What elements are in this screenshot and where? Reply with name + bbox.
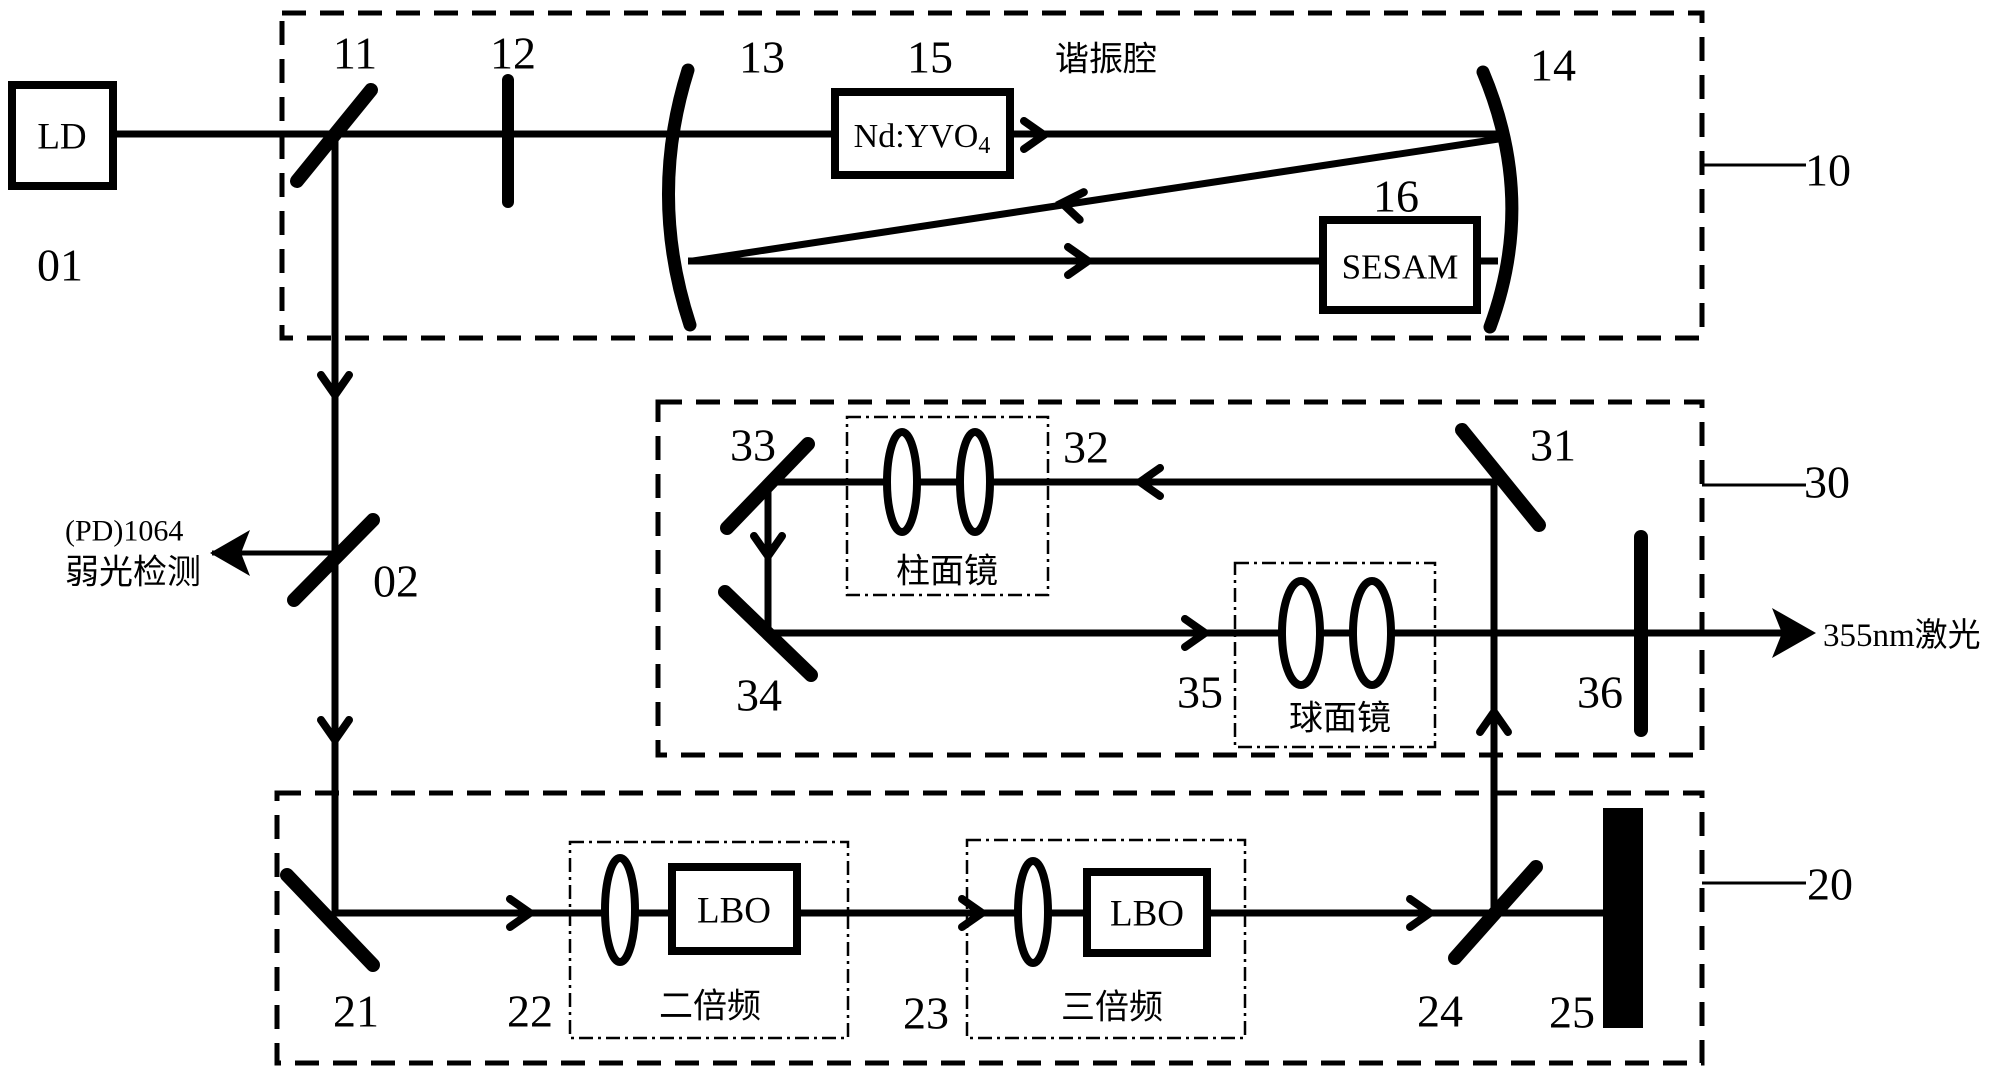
label-23: 23 [903,988,949,1039]
arrow-up-to-mirror31-icon [1476,705,1512,736]
label-33: 33 [730,420,776,471]
arrow-right-before-thg-icon [958,895,989,931]
label-355nm-output: 355nm激光 [1823,617,1981,654]
mirror-02-icon [287,513,380,607]
cavity-diagonal-beam [692,134,1506,265]
label-module-30: 30 [1804,457,1850,508]
gain-crystal-box [831,88,1014,179]
label-14: 14 [1530,40,1576,91]
mirror-21-icon [280,868,380,972]
shg-group-frame [568,840,850,1040]
label-spherical-lens: 球面镜 [1289,700,1391,738]
spherical-lens-group-frame [1233,561,1437,749]
label-module-20: 20 [1807,859,1853,910]
thg-group-frame [965,838,1247,1040]
sesam-label: SESAM [1342,248,1459,287]
arrow-right-after-gain-icon [1020,117,1051,153]
label-35: 35 [1177,667,1223,718]
arrow-right-before-shg-icon [506,895,537,931]
label-36: 36 [1577,667,1623,718]
label-weak-light-detect: 弱光检测 [65,554,201,592]
arrow-right-before-mirror24-icon [1406,895,1437,931]
label-21: 21 [333,986,379,1037]
label-22: 22 [507,986,553,1037]
label-pd-1064: (PD)1064 [65,515,183,548]
ld-box [8,81,117,190]
thg-focus-lens-icon [1014,857,1052,967]
label-thg: 三倍频 [1061,989,1163,1027]
cylindrical-lens-1-icon [883,428,921,536]
label-32: 32 [1063,422,1109,473]
lbo-shg-label: LBO [697,891,771,932]
label-34: 34 [736,670,782,721]
beam-shaping-module-frame [655,399,1705,758]
label-31: 31 [1530,420,1576,471]
lbo-shg-box [668,863,801,955]
label-module-10: 10 [1805,145,1851,196]
arrow-down-mirror33-34-icon [750,532,786,563]
mirror-24-icon [1448,860,1543,965]
label-16: 16 [1373,171,1419,222]
cylindrical-lens-group-frame [845,415,1050,597]
label-13: 13 [739,32,785,83]
arrow-left-module30-icon [1133,464,1164,500]
mirror-11-icon [290,83,378,188]
label-shg: 二倍频 [659,988,761,1026]
curved-mirror-13-icon [662,63,697,332]
ld-label: LD [37,117,86,158]
mirror-31-icon [1455,423,1546,532]
spherical-lens-1-icon [1278,577,1324,689]
label-resonator: 谐振腔 [1055,41,1157,79]
label-15: 15 [907,32,953,83]
arrowhead-355nm-output-icon [1772,608,1816,658]
arrow-right-output-icon [1181,615,1212,651]
label-12: 12 [490,28,536,79]
label-25: 25 [1549,987,1595,1038]
label-01: 01 [37,240,83,291]
sesam-box [1319,216,1481,314]
arrow-down-upper-icon [317,371,353,402]
mirror-33-icon [720,437,815,535]
arrowhead-pd-output-icon [210,530,250,576]
cylindrical-lens-2-icon [956,428,994,536]
label-24: 24 [1417,986,1463,1037]
arrow-right-lower-cavity-icon [1064,243,1095,279]
gain-crystal-label: Nd:YVO4 [854,118,991,160]
label-11: 11 [333,28,377,79]
arrow-down-lower-icon [317,716,353,747]
beam-block-25-icon [1603,808,1643,1028]
label-cylindrical-lens: 柱面镜 [896,553,998,591]
arrow-left-diagonal-icon [1055,188,1088,224]
label-02: 02 [373,556,419,607]
shg-focus-lens-icon [601,854,639,966]
frequency-conversion-module-frame [274,790,1705,1066]
lbo-thg-label: LBO [1110,894,1184,935]
spherical-lens-2-icon [1349,577,1395,689]
resonator-module-frame [279,10,1705,341]
lbo-thg-box [1083,868,1211,957]
mirror-34-icon [718,585,818,682]
curved-mirror-14-icon [1476,65,1519,334]
